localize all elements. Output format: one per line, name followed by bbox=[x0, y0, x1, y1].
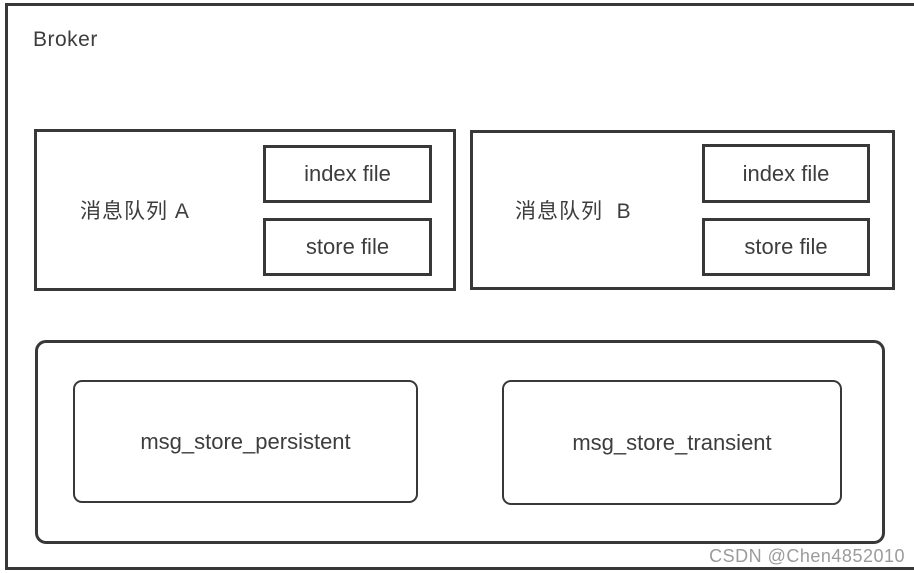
queue-b-label: 消息队列 B bbox=[515, 200, 632, 223]
msg-store-transient-label: msg_store_transient bbox=[572, 429, 772, 455]
queue-b-index-file-box: index file bbox=[702, 144, 870, 203]
msg-store-persistent-box: msg_store_persistent bbox=[73, 380, 418, 503]
queue-a-index-file-label: index file bbox=[304, 161, 391, 186]
broker-title: Broker bbox=[33, 28, 98, 51]
queue-b-store-file-label: store file bbox=[744, 234, 828, 259]
queue-b-box: 消息队列 B index file store file bbox=[470, 130, 895, 290]
queue-a-store-file-label: store file bbox=[305, 234, 390, 259]
queue-a-box: 消息队列 A index file store file bbox=[34, 129, 456, 291]
msg-store-transient-box: msg_store_transient bbox=[502, 380, 842, 505]
queue-a-index-file-box: index file bbox=[263, 145, 432, 203]
queue-a-label: 消息队列 A bbox=[80, 200, 190, 223]
message-store-container-box: msg_store_persistent msg_store_transient bbox=[35, 340, 885, 544]
queue-a-store-file-box: store file bbox=[263, 218, 432, 276]
queue-b-index-file-label: index file bbox=[742, 160, 830, 186]
csdn-watermark: CSDN @Chen4852010 bbox=[709, 546, 905, 566]
msg-store-persistent-label: msg_store_persistent bbox=[140, 428, 351, 454]
queue-b-store-file-box: store file bbox=[702, 218, 870, 276]
